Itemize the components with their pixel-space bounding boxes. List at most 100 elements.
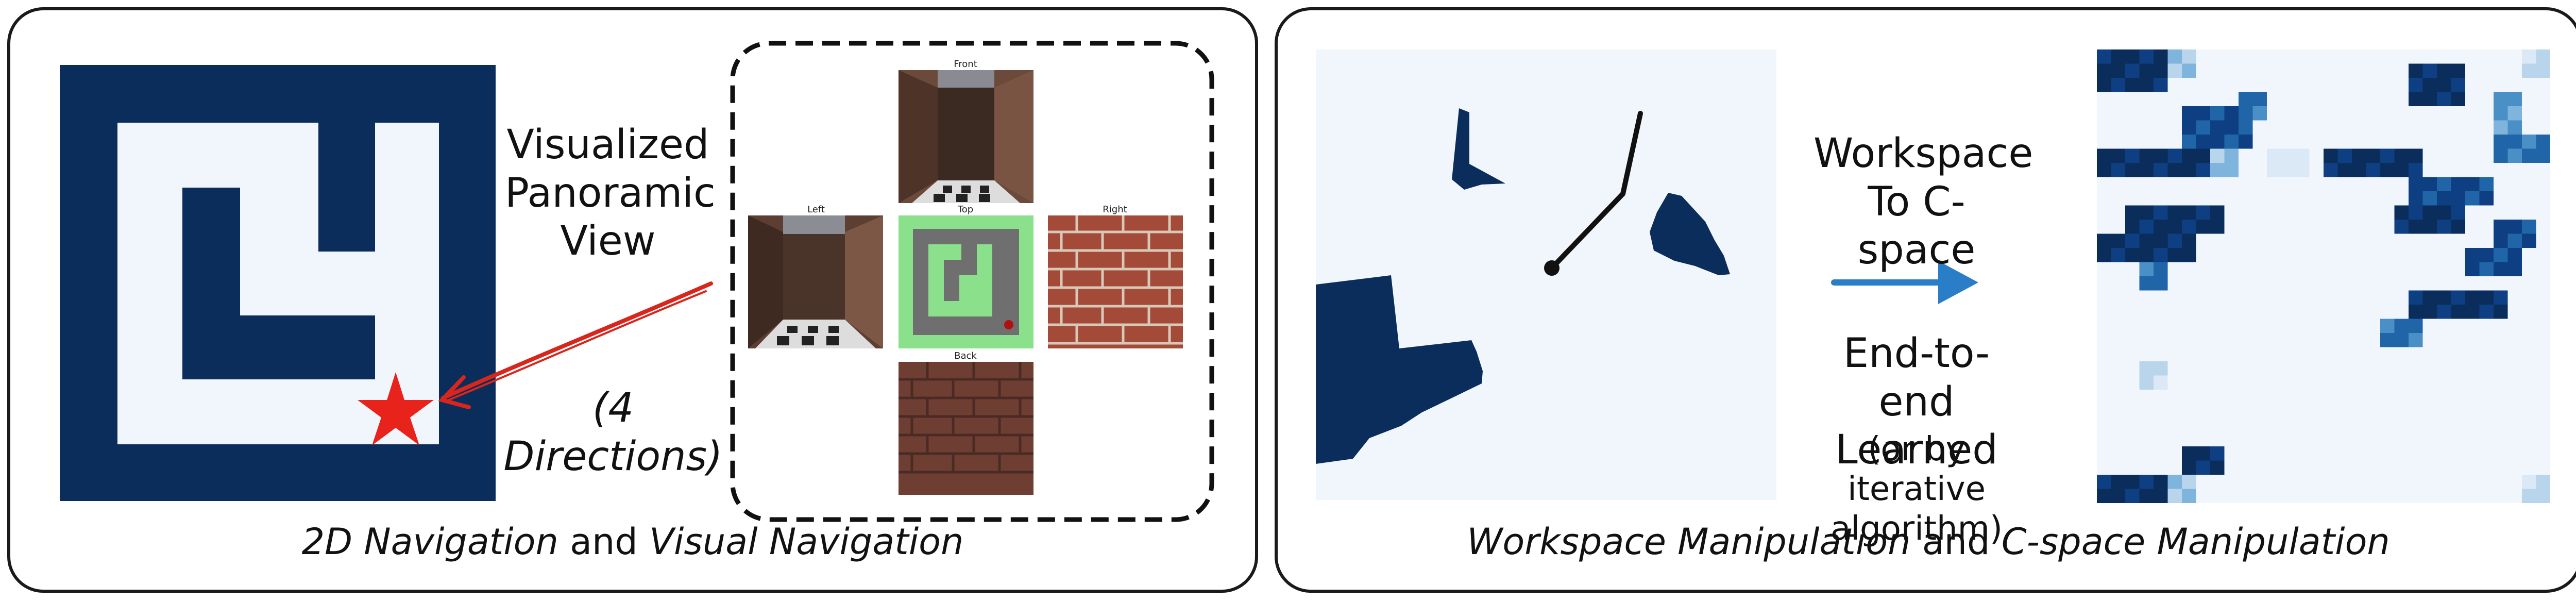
heatmap-cell xyxy=(2239,106,2253,121)
heatmap-cell xyxy=(2182,205,2196,220)
heatmap-cell xyxy=(2479,191,2494,206)
right-view-title: Right xyxy=(1103,204,1127,215)
heatmap-cell xyxy=(2224,148,2239,163)
heatmap-cell xyxy=(2125,233,2140,248)
heatmap-cell xyxy=(2182,63,2196,78)
heatmap-cell xyxy=(2154,375,2168,390)
heatmap-cell xyxy=(2182,135,2196,149)
heatmap-cell xyxy=(2167,148,2182,163)
heatmap-cell xyxy=(2494,233,2508,248)
heatmap-cell xyxy=(2494,92,2508,106)
heatmap-cell xyxy=(2295,163,2310,177)
heatmap-cell xyxy=(2097,49,2111,64)
heatmap-cell xyxy=(2125,475,2140,489)
heatmap-cell xyxy=(2224,163,2239,177)
heatmap-cell xyxy=(2154,262,2168,276)
caption-part-2: Visual Navigation xyxy=(649,521,964,563)
heatmap-cell xyxy=(2111,248,2125,262)
heatmap-cell xyxy=(2111,163,2125,177)
workspace-to-cspace-label: Workspace To C-space xyxy=(1814,130,2033,275)
heatmap-cell xyxy=(2167,233,2182,248)
heatmap-cell xyxy=(2507,220,2522,234)
heatmap-cell xyxy=(2125,63,2140,78)
heatmap-cell xyxy=(2465,191,2480,206)
heatmap-cell xyxy=(2097,163,2111,177)
left-view-title: Left xyxy=(807,204,825,215)
heatmap-cell xyxy=(2210,135,2225,149)
heatmap-cell xyxy=(2097,489,2111,503)
heatmap-cell xyxy=(2394,163,2409,177)
heatmap-cell xyxy=(2139,489,2154,503)
heatmap-cell xyxy=(2409,163,2423,177)
heatmap-cell xyxy=(2167,475,2182,489)
heatmap-cell xyxy=(2451,78,2465,92)
heatmap-cell xyxy=(2139,63,2154,78)
heatmap-cell xyxy=(2267,148,2281,163)
heatmap-cell xyxy=(2494,220,2508,234)
heatmap-cell xyxy=(2479,290,2494,305)
heatmap-cell xyxy=(2239,135,2253,149)
label-line-2: Panoramic xyxy=(505,170,716,216)
manipulation-panel: Workspace To C-space End-to-end Learned … xyxy=(1275,7,2576,593)
heatmap-cell xyxy=(2154,220,2168,234)
heatmap-cell xyxy=(2437,63,2451,78)
heatmap-cell xyxy=(2182,489,2196,503)
heatmap-cell xyxy=(2507,106,2522,121)
heatmap-cell xyxy=(2437,177,2451,191)
heatmap-cell xyxy=(2522,63,2536,78)
heatmap-cell xyxy=(2125,163,2140,177)
back-view-title: Back xyxy=(954,350,977,361)
heatmap-cell xyxy=(2252,106,2267,121)
heatmap-cell xyxy=(2465,305,2480,319)
heatmap-cell xyxy=(2451,191,2465,206)
caption-and: and xyxy=(558,521,650,563)
heatmap-cell xyxy=(2139,49,2154,64)
heatmap-cell xyxy=(2409,205,2423,220)
top-view-title: Top xyxy=(957,204,973,215)
heatmap-cell xyxy=(2522,220,2536,234)
heatmap-cell xyxy=(2536,475,2550,489)
heatmap-cell xyxy=(2394,205,2409,220)
heatmap-cell xyxy=(2210,205,2225,220)
heatmap-cell xyxy=(2437,92,2451,106)
heatmap-cell xyxy=(2394,333,2409,347)
heatmap-cell xyxy=(2494,148,2508,163)
heatmap-cell xyxy=(2380,319,2395,333)
heatmap-cell xyxy=(2507,92,2522,106)
heatmap-cell xyxy=(2224,135,2239,149)
note-line-1: (or by iterative xyxy=(1848,430,1986,508)
caption-part-2: C-space Manipulation xyxy=(2001,521,2390,563)
heatmap-cell xyxy=(2437,220,2451,234)
heatmap-cell xyxy=(2182,220,2196,234)
left-view xyxy=(748,215,883,348)
heatmap-cell xyxy=(2182,446,2196,461)
heatmap-cell xyxy=(2196,135,2210,149)
heatmap-cell xyxy=(2182,120,2196,135)
heatmap-cell xyxy=(2465,290,2480,305)
heatmap-cell xyxy=(2196,106,2210,121)
heatmap-cell xyxy=(2154,78,2168,92)
heatmap-cell xyxy=(2210,460,2225,475)
heatmap-cell xyxy=(2097,248,2111,262)
back-view xyxy=(899,362,1033,495)
heatmap-cell xyxy=(2097,63,2111,78)
cspace-heatmap xyxy=(2097,49,2550,503)
heatmap-cell xyxy=(2210,163,2225,177)
heatmap-cell xyxy=(2097,78,2111,92)
heatmap-cell xyxy=(2097,475,2111,489)
heatmap-cell xyxy=(2111,78,2125,92)
heatmap-cell xyxy=(2465,248,2480,262)
heatmap-cell xyxy=(2239,92,2253,106)
heatmap-cell xyxy=(2352,163,2366,177)
end-to-end-label: End-to-end Learned xyxy=(1814,330,2020,475)
heatmap-cell xyxy=(2409,148,2423,163)
heatmap-cell xyxy=(2139,262,2154,276)
heatmap-cell xyxy=(2422,191,2437,206)
navigation-panel: Front Left Top xyxy=(7,7,1258,593)
left-caption: 2D Navigation and Visual Navigation xyxy=(10,521,1255,563)
heatmap-cell xyxy=(2409,319,2423,333)
heatmap-cell xyxy=(2182,163,2196,177)
heatmap-cell xyxy=(2196,460,2210,475)
heatmap-cell xyxy=(2451,305,2465,319)
heatmap-cell xyxy=(2210,106,2225,121)
